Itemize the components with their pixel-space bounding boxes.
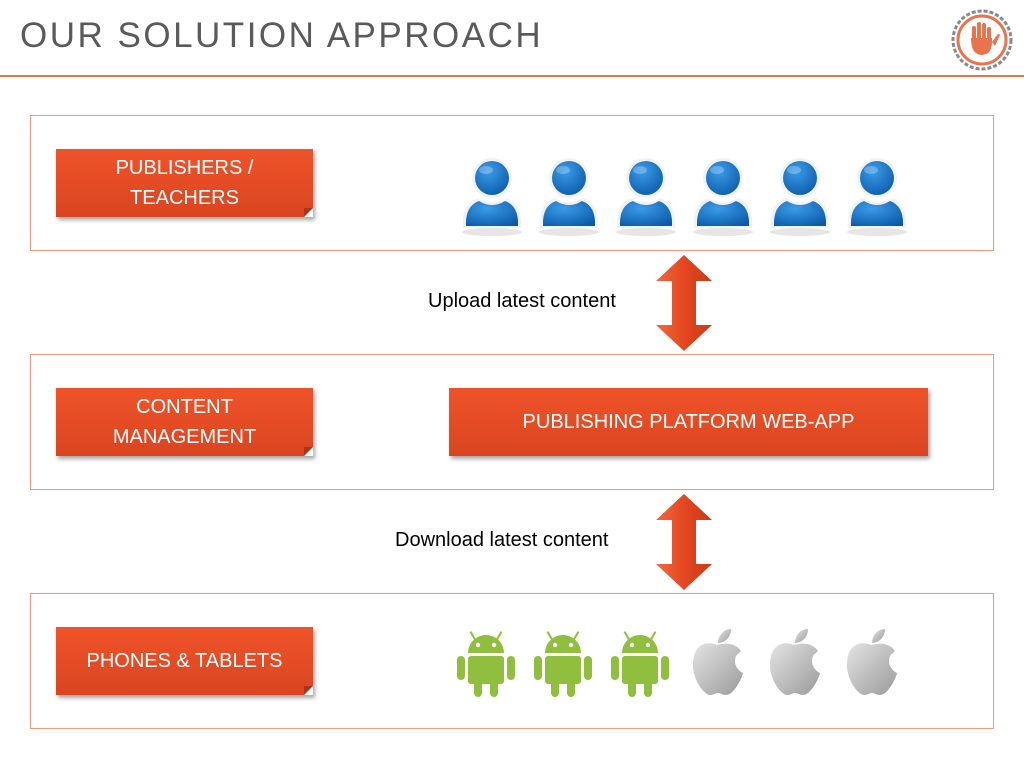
bidirectional-arrow-icon [656, 494, 712, 590]
apple-icon [692, 629, 745, 695]
user-icon [462, 158, 522, 236]
content-management-panel: CONTENT MANAGEMENT PUBLISHING PLATFORM W… [30, 354, 994, 490]
android-icon [611, 631, 669, 697]
phones-tablets-tag: PHONES & TABLETS [56, 627, 313, 695]
devices-panel: PHONES & TABLETS [30, 593, 994, 729]
user-icon [770, 158, 830, 236]
publishing-platform-box: PUBLISHING PLATFORM WEB-APP [449, 388, 928, 456]
upload-flow-label: Upload latest content [428, 290, 616, 312]
user-icon [847, 158, 907, 236]
apple-icon [769, 629, 822, 695]
user-icon [539, 158, 599, 236]
bidirectional-arrow-icon [656, 255, 712, 351]
user-icon [616, 158, 676, 236]
title-divider [0, 75, 1024, 77]
publishers-panel: PUBLISHERS / TEACHERS [30, 115, 994, 251]
android-icon [534, 631, 592, 697]
download-flow-label: Download latest content [395, 529, 609, 551]
content-management-tag: CONTENT MANAGEMENT [56, 388, 313, 456]
publishers-teachers-tag: PUBLISHERS / TEACHERS [56, 149, 313, 217]
hand-stop-icon [951, 9, 1013, 71]
android-icon [457, 631, 515, 697]
user-icon [693, 158, 753, 236]
apple-icon [846, 629, 899, 695]
slide-title: OUR SOLUTION APPROACH [20, 16, 544, 55]
